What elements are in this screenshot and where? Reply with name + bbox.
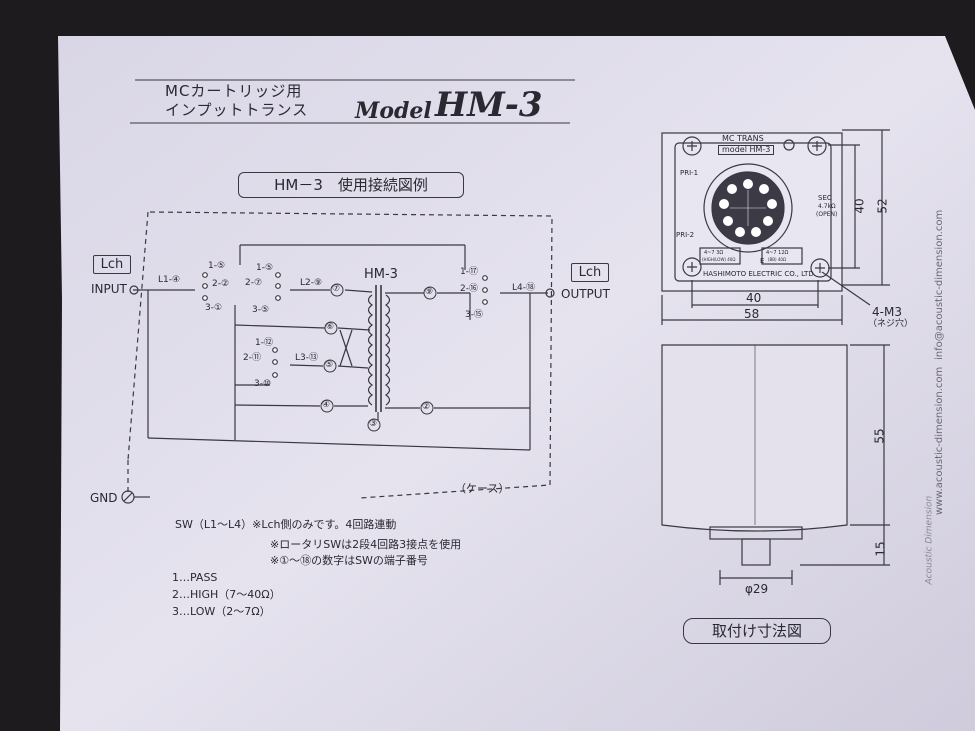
schematic-title: HM－3 使用接続図例 — [238, 172, 464, 198]
model-name: HM-3 — [435, 85, 543, 125]
case-outline — [149, 211, 553, 499]
primary-coil — [367, 294, 374, 406]
plate-small-right: (BB) 40Ω — [768, 257, 787, 262]
switch-l4-1: 1-⑰ — [460, 267, 478, 277]
dim-52: 52 — [875, 198, 890, 214]
dim-phi29: φ29 — [745, 582, 769, 596]
plate-pri2: PRI-2 — [676, 231, 695, 239]
pin-2: ② — [422, 402, 431, 412]
switch-l4: L4-⑱ — [512, 283, 535, 293]
pin-6: ⑥ — [326, 322, 335, 332]
plate-title1: MC TRANS — [722, 134, 764, 143]
note-rotary: ※ロータリSWは2段4回路3接点を使用 — [270, 538, 462, 551]
side-web: www.acoustic-dimension.com — [934, 366, 945, 515]
dim-58: 58 — [744, 307, 760, 321]
plate-socket — [703, 163, 793, 253]
case-label: （ケース） — [455, 482, 510, 495]
screw-tl — [682, 136, 702, 156]
side-body — [661, 344, 848, 532]
plate-e: E — [760, 257, 765, 265]
schematic-diagram — [121, 211, 555, 504]
switch-l1-2: 2-② — [212, 279, 230, 289]
terminal-plate — [661, 129, 890, 325]
plate-label-right: 4~7 12Ω — [766, 250, 789, 256]
input-label: INPUT — [91, 282, 127, 296]
plate-label-left: 4~7 3Ω — [704, 250, 724, 256]
pin-4: ④ — [322, 400, 331, 410]
dim-m3-sub: （ネジ穴） — [868, 319, 914, 329]
side-brand: Acoustic Dimension — [924, 495, 935, 585]
legend-low: 3…LOW（2～7Ω） — [172, 605, 271, 618]
side-spigot — [741, 538, 771, 566]
switch-l1-3: 3-① — [205, 303, 223, 313]
lch-input-label: Lch — [93, 255, 131, 274]
screw-tr — [807, 136, 827, 156]
pin-9: ⑨ — [425, 287, 434, 297]
dim-15: 15 — [873, 541, 888, 557]
mounting-dimension-title: 取付け寸法図 — [683, 618, 831, 644]
note-sw: SW（L1～L4）※Lch側のみです。4回路連動 — [175, 518, 397, 531]
header-line1: MCカートリッジ用 — [165, 82, 303, 100]
pin-3: ③ — [369, 419, 378, 429]
switch-l1-1: 1-⑤ — [208, 261, 226, 271]
plate-maker: HASHIMOTO ELECTRIC CO., LTD. — [703, 270, 816, 278]
side-view — [661, 344, 890, 585]
plate-sec3: (OPEN) — [816, 211, 838, 218]
switch-l2: L2-⑨ — [300, 278, 323, 288]
dim-40-width: 40 — [746, 291, 762, 305]
dim-55: 55 — [872, 428, 887, 444]
switch-l3: L3-⑬ — [295, 353, 318, 363]
switch-l2-3: 3-⑤ — [252, 305, 270, 315]
output-jack — [545, 288, 555, 298]
switch-l3-1: 1-⑫ — [255, 338, 273, 348]
note-numbers: ※①～⑱の数字はSWの端子番号 — [270, 554, 428, 567]
plate-small-left: (HIGH/LOW) 40Ω — [702, 257, 736, 262]
legend-high: 2…HIGH（7～40Ω） — [172, 588, 281, 601]
switch-l4-3: 3-⑮ — [465, 310, 483, 320]
gnd-label: GND — [90, 491, 118, 505]
lch-output-label: Lch — [571, 263, 609, 282]
dim-m3: 4-M3 — [872, 305, 902, 319]
plate-sec2: 4.7kΩ — [818, 203, 836, 210]
pin-7: ⑦ — [332, 284, 341, 294]
pin-markers — [320, 283, 437, 432]
switch-l2-1: 1-⑤ — [256, 263, 274, 273]
switch-l1: L1-④ — [158, 275, 181, 285]
output-label: OUTPUT — [561, 287, 610, 301]
switch-l2-2: 2-⑦ — [245, 278, 263, 288]
switch-l4-2: 2-⑯ — [460, 284, 478, 294]
plate-title2: model HM-3 — [718, 145, 775, 155]
secondary-coil — [384, 294, 391, 406]
input-jack — [129, 285, 139, 295]
plate-pri1: PRI-1 — [680, 169, 699, 177]
dim-40-height: 40 — [852, 198, 867, 214]
transformer-label: HM-3 — [364, 267, 398, 282]
legend-pass: 1…PASS — [172, 571, 218, 584]
switch-l3-2: 2-⑪ — [243, 353, 261, 363]
model-word: Model — [355, 98, 432, 124]
plate-sec: SEC — [818, 194, 832, 202]
screw-bl — [682, 257, 702, 277]
header-line2: インプットトランス — [165, 101, 309, 119]
switch-l3-3: 3-⑩ — [254, 379, 272, 389]
pin-5: ⑤ — [325, 360, 334, 370]
